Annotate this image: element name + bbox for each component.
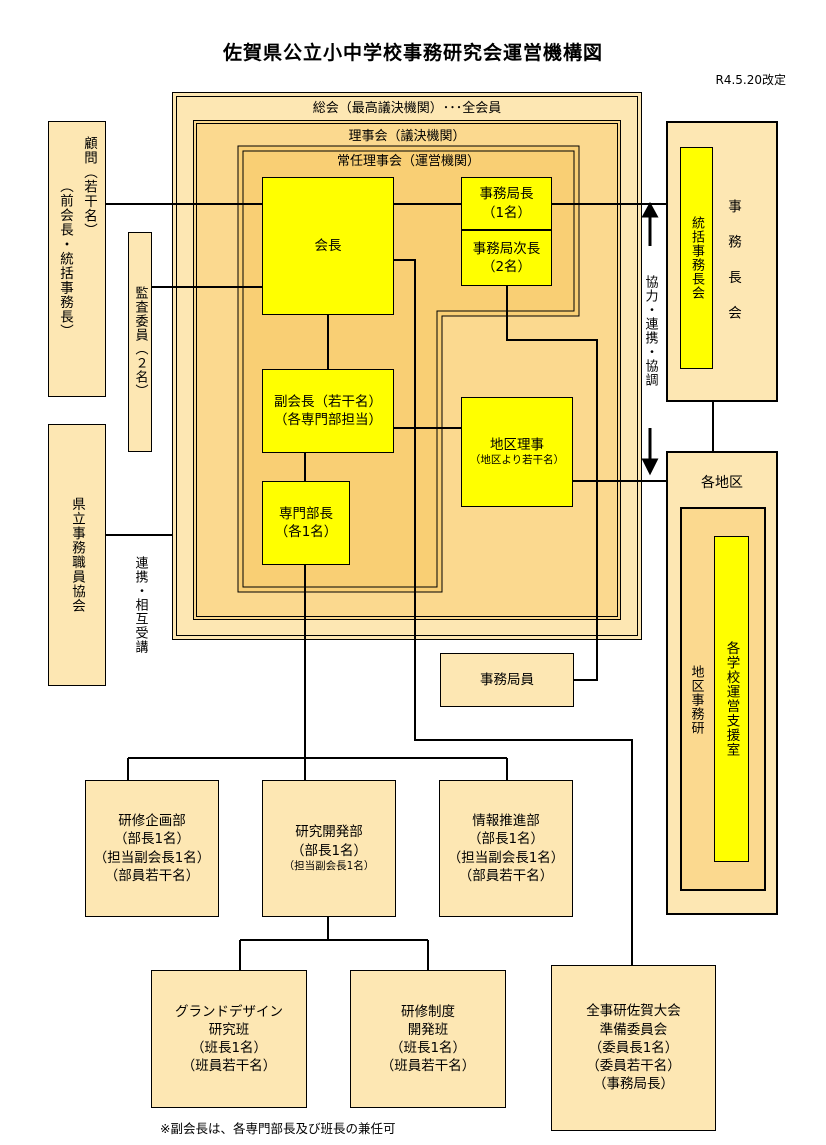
- dept-research-head: （部長1名）: [290, 842, 368, 859]
- dept-research-vp: （担当副会長1名）: [283, 859, 375, 872]
- dept-info-head: （部長1名）: [467, 831, 545, 848]
- national-committee-subtitle: 準備委員会: [599, 1021, 668, 1038]
- advisor-label: 顧問: [81, 136, 97, 165]
- page-title: 佐賀県公立小中学校事務研究会運営機構図: [222, 42, 603, 64]
- national-committee-members: （委員若干名）: [586, 1058, 681, 1075]
- district-director-box: 地区理事 （地区より若干名）: [461, 397, 573, 507]
- support-office-box: 各学校運営支援室: [714, 536, 749, 862]
- prefectural-assoc-label: 県立事務職員協会: [69, 497, 85, 613]
- dept-info-title: 情報推進部: [472, 813, 540, 830]
- auditor-label: 監査委員（２名）: [132, 286, 148, 398]
- team-training-leader: （班長1名）: [389, 1040, 467, 1056]
- dept-head-box: 専門部長 （各1名）: [262, 481, 350, 565]
- team-training-system-box: 研修制度 開発班 （班長1名） （班員若干名）: [350, 970, 506, 1108]
- districts-label: 各地区: [701, 475, 743, 491]
- standing-board-label: 常任理事会（運営機関）: [336, 154, 480, 169]
- team-grand-subtitle: 研究班: [208, 1021, 250, 1038]
- deputy-secretary-box: 事務局次長 （2名）: [461, 230, 552, 286]
- vice-president-title: 副会長（若干名）: [274, 393, 382, 410]
- office-staff-box: 事務局員: [440, 653, 574, 707]
- advisor-box: 顧問 （若干名） （前会長・統括事務長）: [48, 121, 106, 397]
- vice-president-box: 副会長（若干名） （各専門部担当）: [262, 369, 394, 453]
- tokatsu-jimucho-kai-label: 統括事務長会: [689, 216, 704, 300]
- national-committee-title: 全事研佐賀大会: [586, 1003, 681, 1020]
- team-grand-title: グランドデザイン: [175, 1003, 283, 1020]
- deputy-secretary-title: 事務局次長: [472, 240, 541, 257]
- dept-head-count: （各1名）: [274, 524, 338, 540]
- national-committee-secretary: （事務局長）: [593, 1076, 674, 1093]
- tokatsu-jimucho-kai-box: 統括事務長会: [680, 147, 713, 369]
- team-training-title: 研修制度: [401, 1003, 455, 1020]
- team-training-members: （班員若干名）: [380, 1058, 476, 1075]
- dept-training-title: 研修企画部: [118, 813, 186, 830]
- national-committee-box: 全事研佐賀大会 準備委員会 （委員長1名） （委員若干名） （事務局長）: [551, 965, 716, 1131]
- president-box: 会長: [262, 177, 394, 315]
- national-committee-chair: （委員長1名）: [588, 1039, 679, 1056]
- dept-training-vp: （担当副会長1名）: [93, 849, 211, 866]
- team-grand-leader: （班長1名）: [190, 1040, 268, 1056]
- dept-info-box: 情報推進部 （部長1名） （担当副会長1名） （部員若干名）: [439, 780, 573, 917]
- dept-info-members: （部員若干名）: [458, 867, 554, 884]
- general-assembly-label: 総会（最高議決機関）･･･全会員: [312, 101, 502, 116]
- district-director-count: （地区より若干名）: [469, 454, 565, 467]
- dept-training-members: （部員若干名）: [104, 867, 200, 884]
- dept-training-box: 研修企画部 （部長1名） （担当副会長1名） （部員若干名）: [85, 780, 219, 917]
- support-office-label: 各学校運営支援室: [723, 641, 740, 757]
- dept-head-title: 専門部長: [279, 505, 333, 522]
- board-label: 理事会（議決機関）: [348, 129, 466, 144]
- auditor-box: 監査委員（２名）: [128, 232, 152, 452]
- deputy-secretary-count: （2名）: [481, 259, 532, 275]
- cooperation-right-label: 協力・連携・協調: [638, 236, 662, 426]
- dept-research-title: 研究開発部: [295, 824, 363, 841]
- jimucho-kai-label: 事務長会: [725, 199, 741, 341]
- secretary-general-count: （1名）: [481, 204, 532, 221]
- advisor-count: （若干名）: [81, 165, 97, 238]
- team-training-subtitle: 開発班: [407, 1021, 449, 1038]
- advisor-members: （前会長・統括事務長）: [57, 179, 73, 339]
- district-research-label: 地区事務研: [688, 665, 704, 735]
- vice-president-role: （各専門部担当）: [274, 412, 382, 428]
- office-staff-label: 事務局員: [480, 671, 534, 688]
- footnote: ※副会長は、各専門部長及び班長の兼任可: [160, 1121, 396, 1136]
- cooperation-left-label: 連携・相互受講: [128, 535, 152, 675]
- cooperation-left-text: 連携・相互受講: [132, 556, 148, 654]
- secretary-general-title: 事務局長: [479, 186, 534, 203]
- president-label: 会長: [314, 237, 342, 254]
- district-director-title: 地区理事: [490, 437, 544, 454]
- team-grand-design-box: グランドデザイン 研究班 （班長1名） （班員若干名）: [151, 970, 307, 1108]
- dept-training-head: （部長1名）: [113, 831, 191, 848]
- dept-research-box: 研究開発部 （部長1名） （担当副会長1名）: [262, 780, 396, 917]
- team-grand-members: （班員若干名）: [181, 1058, 277, 1075]
- revision-date: R4.5.20改定: [715, 73, 786, 87]
- district-research-label-wrap: 地区事務研: [684, 640, 708, 760]
- jimucho-kai-label-wrap: 事務長会: [720, 150, 746, 390]
- dept-info-vp: （担当副会長1名）: [447, 849, 565, 866]
- cooperation-right-text: 協力・連携・協調: [642, 275, 658, 387]
- prefectural-assoc-box: 県立事務職員協会: [48, 424, 106, 686]
- secretary-general-box: 事務局長 （1名）: [461, 177, 552, 230]
